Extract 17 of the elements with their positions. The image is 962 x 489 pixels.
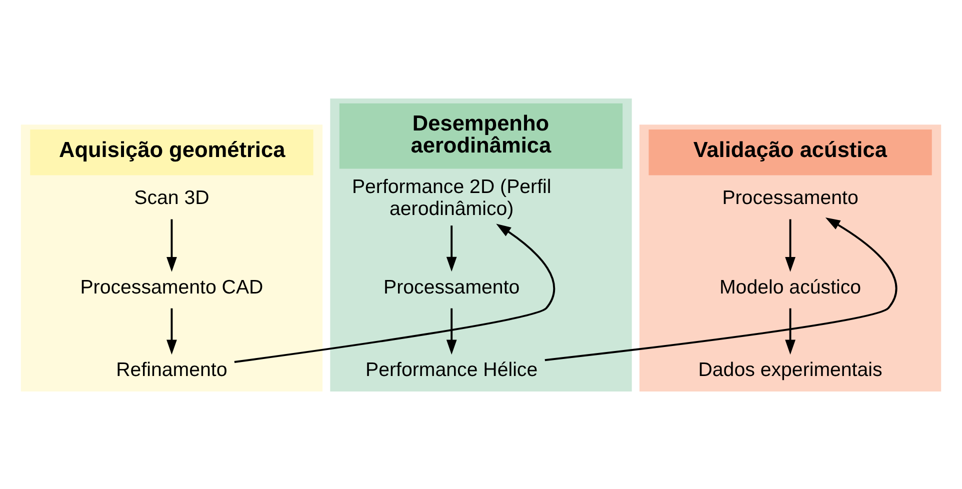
arrow — [785, 218, 796, 272]
arrow — [234, 223, 555, 362]
arrow — [544, 217, 898, 361]
node-text: Processamento — [384, 276, 520, 298]
node-text: Modelo acústico — [719, 276, 862, 298]
node-text: Performance Hélice — [366, 358, 538, 381]
node-text: Dados experimentais — [698, 358, 882, 381]
node-text: Refinamento — [116, 358, 228, 381]
arrow — [446, 225, 457, 272]
arrow — [166, 218, 177, 272]
arrow — [785, 308, 796, 354]
node-text: Processamento — [722, 186, 858, 209]
node-text: Performance 2D (Perfil aerodinâmico) — [352, 176, 552, 220]
node-text: Scan 3D — [134, 186, 210, 209]
node-text: Processamento CAD — [80, 276, 264, 298]
arrow — [166, 308, 177, 354]
arrow — [446, 308, 457, 354]
